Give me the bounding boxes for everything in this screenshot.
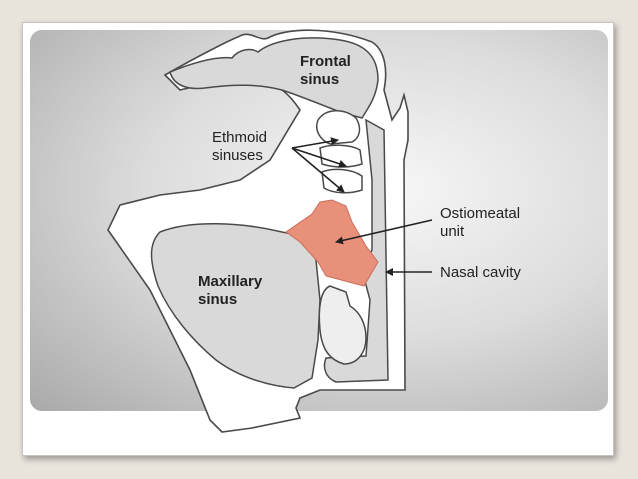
ethmoid-arrow-2 — [291, 147, 347, 168]
ethmoid-arrow-1 — [291, 137, 339, 149]
ethmoid-arrow-3 — [291, 147, 345, 193]
maxillary-sinus-label: Maxillary sinus — [198, 273, 266, 308]
ethmoid-cell-3 — [321, 168, 363, 194]
ostiomeatal-arrow — [335, 219, 433, 245]
ostiomeatal-unit-shape — [285, 199, 379, 287]
ethmoid-sinuses-label: Ethmoid sinuses — [212, 129, 271, 164]
inferior-turbinate — [318, 285, 367, 365]
ethmoid-cell-1 — [316, 110, 361, 145]
nasal-cavity-label: Nasal cavity — [440, 264, 521, 281]
maxillary-sinus-shape — [150, 223, 321, 389]
ostiomeatal-unit-label: Ostiomeatal unit — [440, 205, 524, 240]
frontal-sinus-label: Frontal sinus — [300, 53, 355, 88]
frontal-sinus-shape — [169, 37, 379, 119]
